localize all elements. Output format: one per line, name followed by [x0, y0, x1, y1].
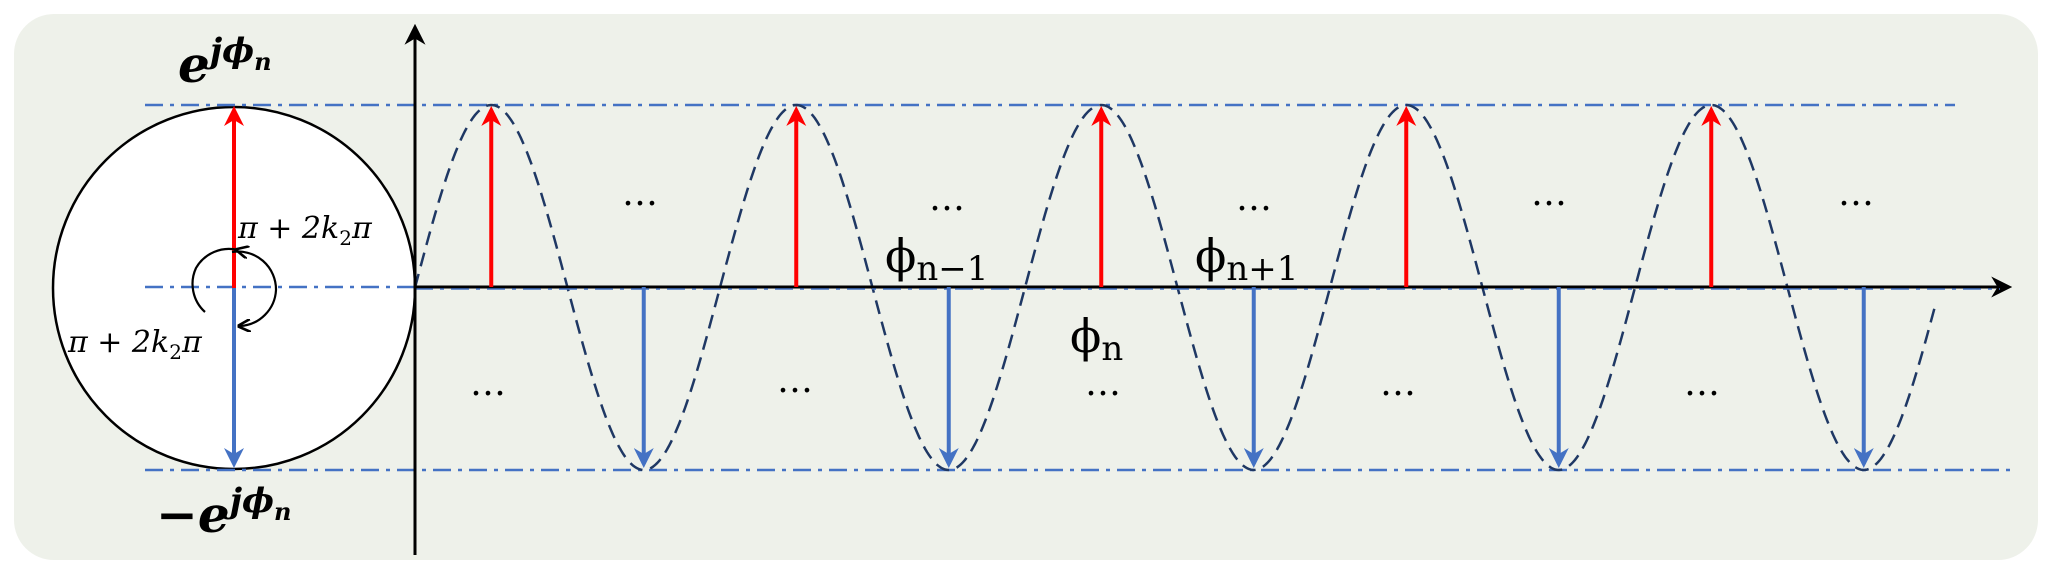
top-phasor-label: ejϕn: [178, 31, 272, 94]
bottom-phasor-label: −ejϕn: [156, 481, 291, 544]
ellipsis-upper-4: …: [1531, 173, 1567, 214]
rotation-arc-upper: [191, 249, 238, 313]
ellipsis-lower-4: …: [1380, 363, 1416, 404]
ellipsis-lower-2: …: [777, 360, 813, 401]
ellipsis-upper-1: …: [622, 173, 658, 214]
phase-arrows: [481, 106, 1874, 468]
phi-current-label: ϕn: [1070, 309, 1123, 369]
ellipsis-upper-3: …: [1236, 178, 1272, 219]
rotation-label-lower: π + 2k2π: [67, 325, 203, 364]
ellipsis-upper-5: …: [1838, 173, 1874, 214]
phi-prev-label: ϕn−1: [885, 229, 988, 289]
phi-next-label: ϕn+1: [1195, 229, 1298, 289]
ellipsis-lower-1: …: [470, 363, 506, 404]
ellipsis-lower-3: …: [1085, 363, 1121, 404]
rotation-label-upper: π + 2k2π: [237, 211, 373, 250]
ellipsis-group: … … … … … … … … … …: [470, 173, 1874, 404]
rotation-arc-lower: [231, 250, 278, 326]
dashed-cosine-wave: [413, 103, 1937, 472]
ellipsis-lower-5: …: [1684, 363, 1720, 404]
ellipsis-upper-2: …: [929, 178, 965, 219]
